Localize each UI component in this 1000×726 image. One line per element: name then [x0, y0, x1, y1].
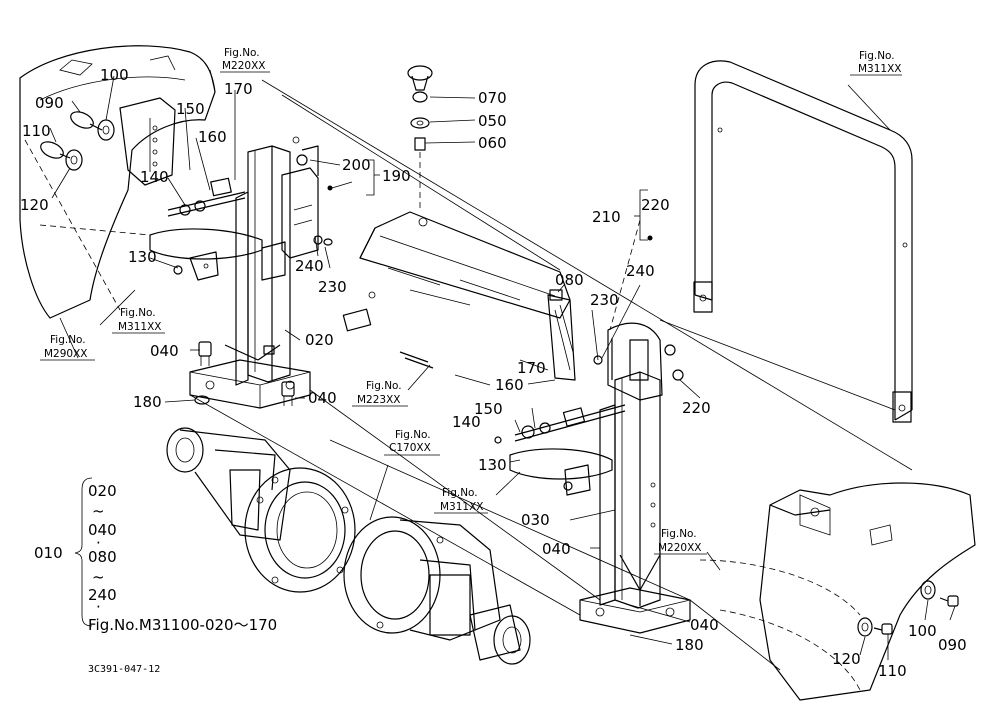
callout: 150	[176, 100, 205, 118]
callout: 160	[495, 376, 524, 394]
callout: 220	[682, 399, 711, 417]
callout: 020	[305, 331, 334, 349]
figref-m223: Fig.No. M223XX	[352, 380, 408, 407]
callout: 130	[478, 456, 507, 474]
right-hardware	[857, 580, 959, 637]
callout: 140	[452, 413, 481, 431]
right-rod-assembly	[494, 289, 626, 496]
callout: 170	[224, 80, 253, 98]
left-hardware	[40, 111, 115, 171]
svg-text:Fig.No.: Fig.No.	[859, 50, 895, 62]
svg-text:Fig.No.: Fig.No.	[442, 487, 478, 499]
svg-text:C170XX: C170XX	[389, 442, 431, 454]
callout: 070	[478, 89, 507, 107]
assembly-part: ~	[92, 502, 105, 520]
callout: 060	[478, 134, 507, 152]
roll-bar	[693, 60, 913, 423]
callout: 190	[382, 167, 411, 185]
assembly-part: 040	[88, 521, 117, 539]
assembly-list: 010 020 ~ 040 · 080 ~ 240 · Fig.No.M3110…	[34, 482, 277, 634]
callout: 240	[626, 262, 655, 280]
assembly-part: ·	[96, 534, 101, 552]
drawing-code: 3C391-047-12	[88, 664, 160, 675]
svg-text:Fig.No.: Fig.No.	[224, 47, 260, 59]
callout: 050	[478, 112, 507, 130]
callout: 120	[20, 196, 49, 214]
callout: 200	[342, 156, 371, 174]
callout: 080	[555, 271, 584, 289]
assembly-part: 080	[88, 548, 117, 566]
svg-text:M290XX: M290XX	[44, 348, 88, 360]
svg-text:Fig.No.: Fig.No.	[50, 334, 86, 346]
callout: 170	[517, 359, 546, 377]
center-knob-stack	[407, 65, 433, 212]
callout: 220	[641, 196, 670, 214]
svg-text:M223XX: M223XX	[357, 394, 401, 406]
group-brackets	[327, 159, 653, 241]
svg-text:M220XX: M220XX	[658, 542, 702, 554]
assembly-part: ~	[92, 568, 105, 586]
callout: 040	[542, 540, 571, 558]
callout: 160	[198, 128, 227, 146]
fender-bracket-left	[119, 97, 176, 186]
callout: 120	[832, 650, 861, 668]
callout: 090	[35, 94, 64, 112]
callout: 240	[295, 257, 324, 275]
svg-text:Fig.No.: Fig.No.	[661, 528, 697, 540]
figref-m220-right: Fig.No. M220XX	[654, 528, 707, 555]
construction-lines	[189, 79, 913, 671]
figure-references: Fig.No. M220XX Fig.No. M311XX Fig.No. M3…	[40, 47, 902, 555]
axle-housing-left	[166, 427, 356, 593]
svg-text:M311XX: M311XX	[440, 501, 484, 513]
svg-text:M220XX: M220XX	[222, 60, 266, 72]
callout: 150	[474, 400, 503, 418]
callout: 110	[878, 662, 907, 680]
right-post	[579, 371, 691, 634]
axle-housing-right	[343, 516, 531, 665]
callout: 140	[140, 168, 169, 186]
callout: 110	[22, 122, 51, 140]
callout: 040	[150, 342, 179, 360]
svg-text:M311XX: M311XX	[118, 321, 162, 333]
callout: 030	[521, 511, 550, 529]
svg-text:Fig.No.: Fig.No.	[366, 380, 402, 392]
callout: 100	[908, 622, 937, 640]
callout: 230	[318, 278, 347, 296]
callout: 180	[133, 393, 162, 411]
callout: 040	[308, 389, 337, 407]
callout: 100	[100, 66, 129, 84]
left-fender	[19, 45, 216, 319]
assembly-part: 020	[88, 482, 117, 500]
callout: 210	[592, 208, 621, 226]
figref-m311-left: Fig.No. M311XX	[112, 307, 165, 334]
figref-c170: Fig.No. C170XX	[384, 429, 440, 456]
bolts-left	[194, 235, 333, 406]
assembly-brace	[74, 477, 93, 627]
callout: 130	[128, 248, 157, 266]
left-clamp	[281, 136, 319, 259]
svg-text:Fig.No.: Fig.No.	[395, 429, 431, 441]
assembly-reference: Fig.No.M31100-020～170	[88, 616, 277, 634]
assembly-part: ·	[96, 598, 101, 616]
right-bracket	[593, 322, 684, 401]
figref-m220-top: Fig.No. M220XX	[220, 47, 270, 73]
svg-text:M311XX: M311XX	[858, 63, 902, 75]
callout-numbers: 100 090 110 120 150 170 160 140 130 200 …	[20, 66, 967, 680]
figref-m290: Fig.No. M290XX	[40, 334, 95, 361]
callout: 090	[938, 636, 967, 654]
right-fender	[699, 482, 976, 701]
assembly-part: 240	[88, 586, 117, 604]
figref-m311-top: Fig.No. M311XX	[850, 50, 902, 76]
figref-m311-right: Fig.No. M311XX	[434, 487, 488, 514]
assembly-id: 010	[34, 544, 63, 562]
callout: 180	[675, 636, 704, 654]
callout: 040	[690, 616, 719, 634]
callout: 230	[590, 291, 619, 309]
svg-text:Fig.No.: Fig.No.	[120, 307, 156, 319]
leader-lines	[49, 69, 956, 660]
